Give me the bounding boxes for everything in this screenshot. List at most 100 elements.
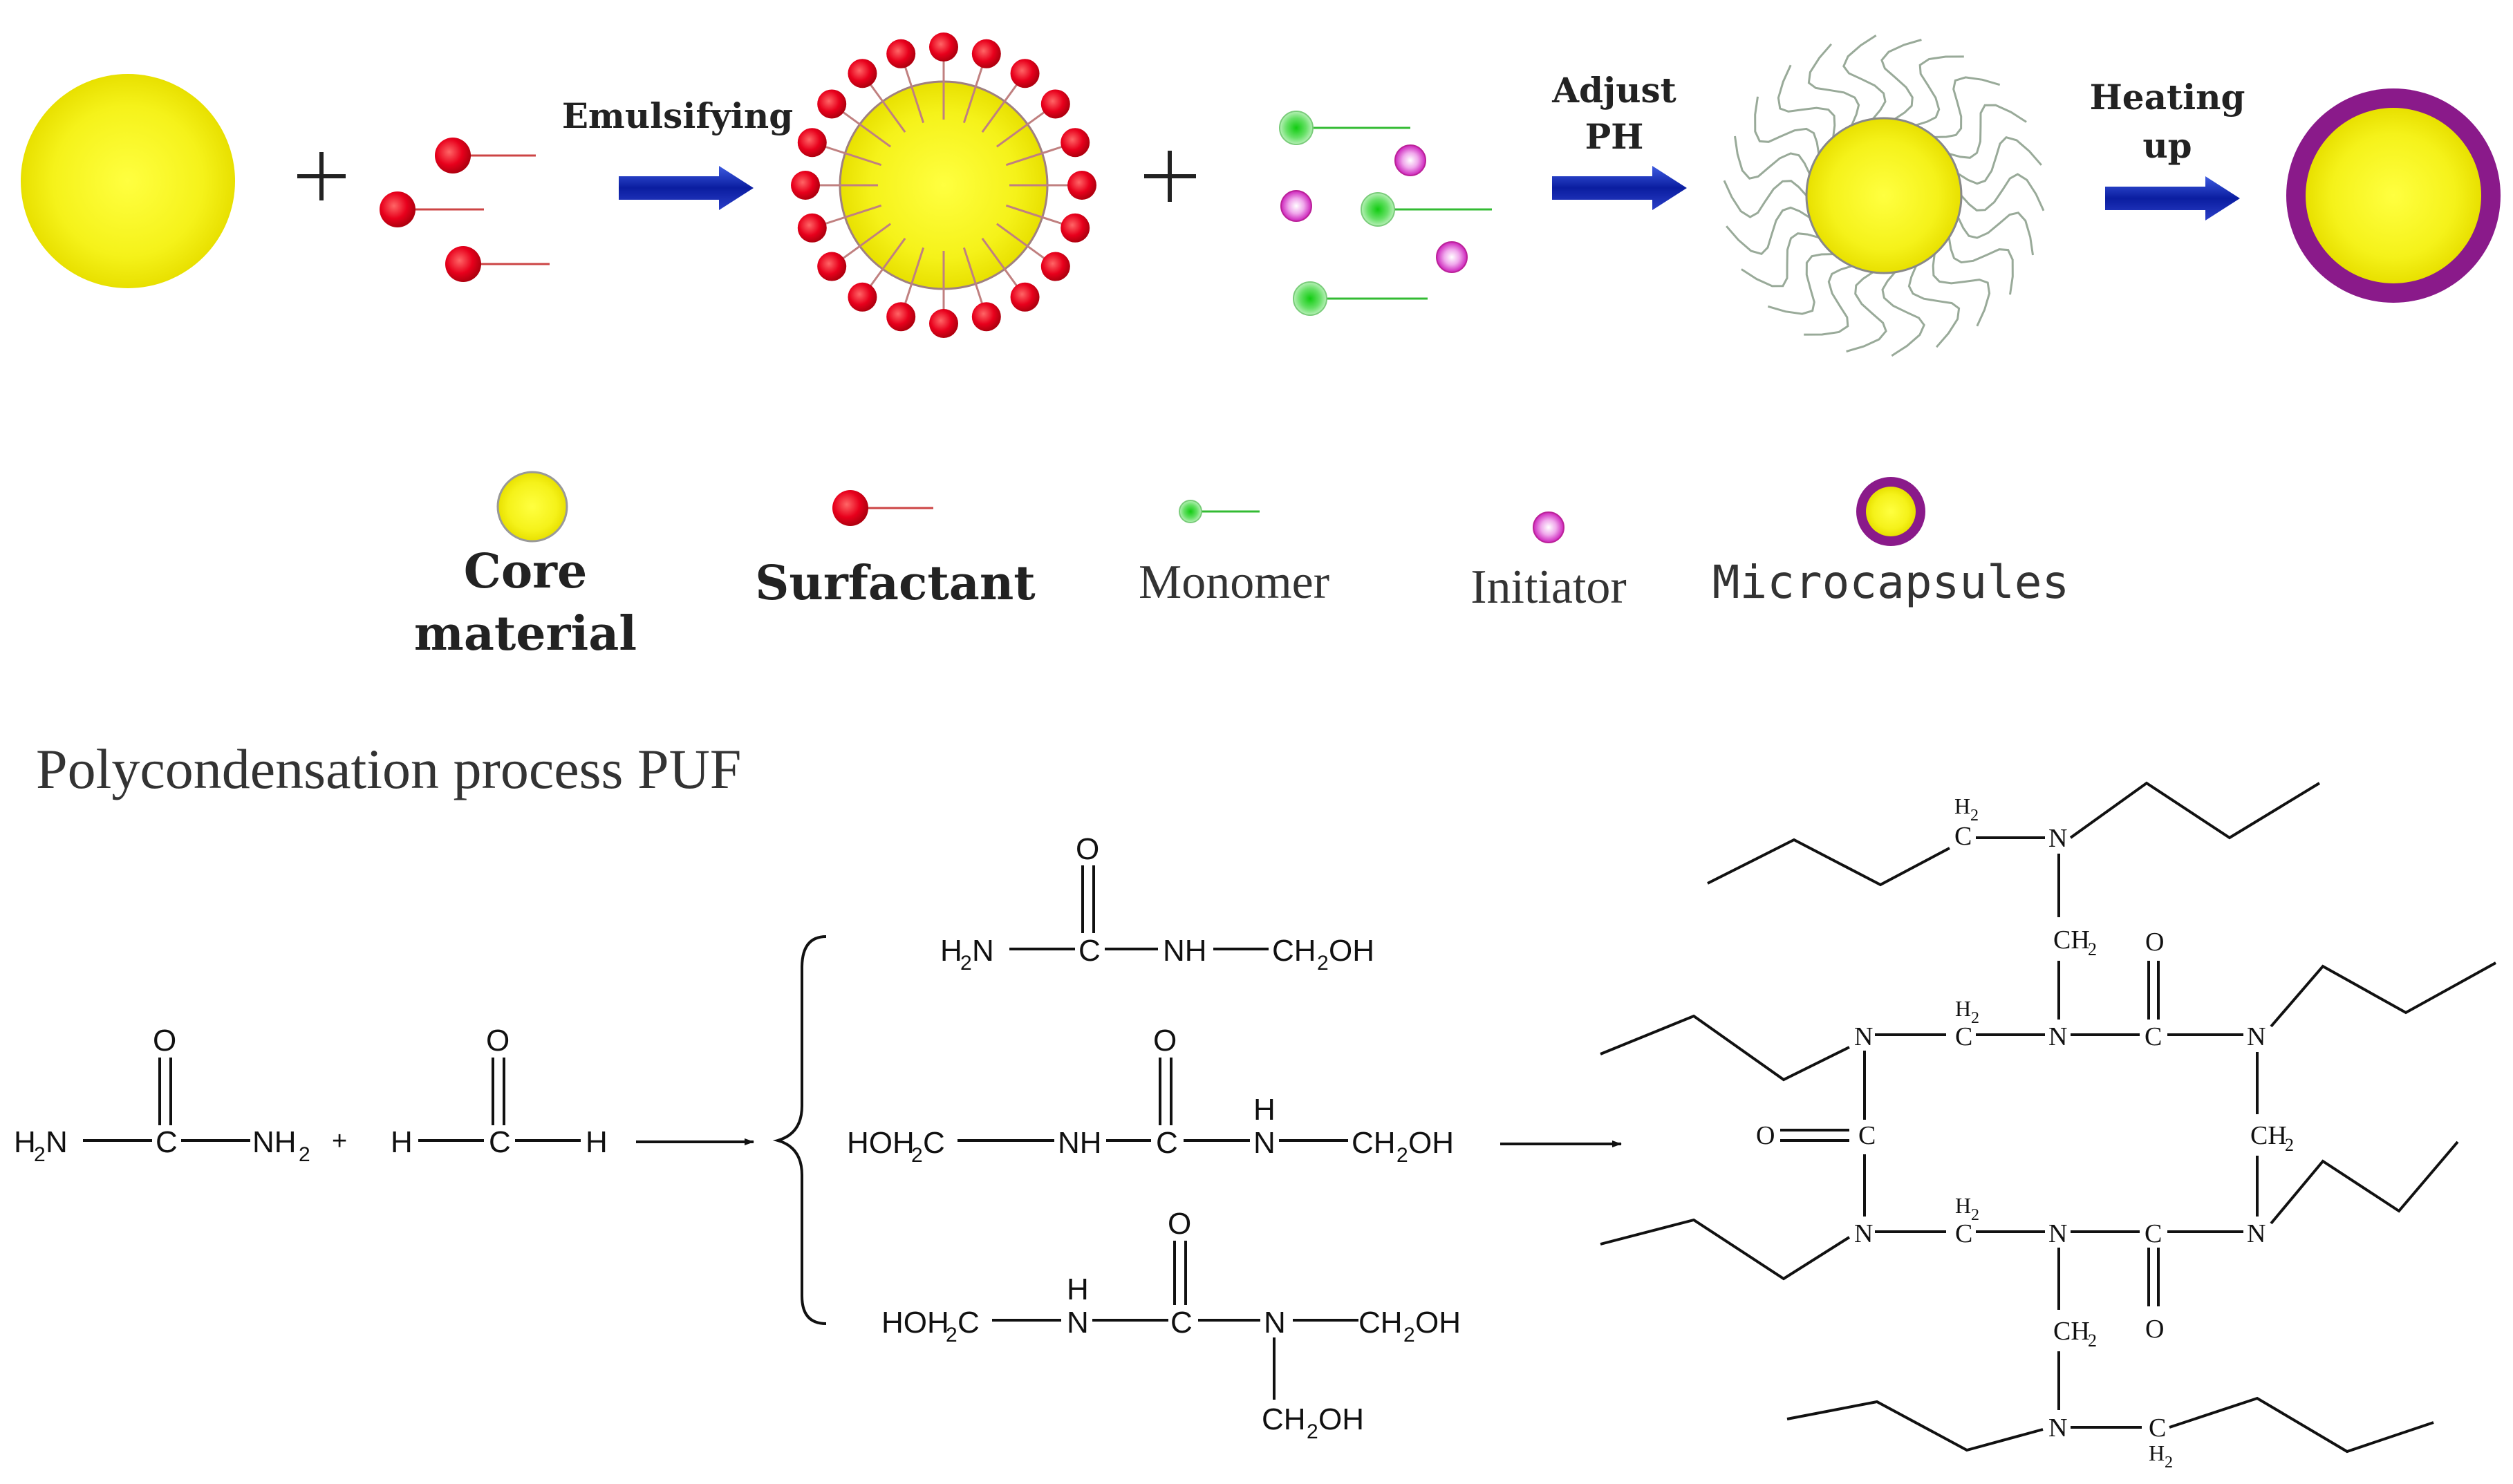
svg-text:N: N: [1854, 1219, 1873, 1248]
svg-text:2: 2: [2165, 1454, 2173, 1472]
polymer-chain: [1957, 212, 2034, 256]
svg-text:2: 2: [911, 1144, 923, 1167]
svg-text:2: 2: [960, 952, 972, 975]
formaldehyde-structure: H C O H: [391, 1024, 608, 1159]
polymer-chain: [1934, 76, 2001, 138]
svg-text:O: O: [2145, 1315, 2164, 1344]
arrow-emulsifying: Emulsifying: [562, 95, 793, 210]
svg-text:C: C: [2145, 1022, 2162, 1051]
svg-text:O: O: [1756, 1121, 1775, 1150]
svg-text:CH: CH: [1262, 1402, 1306, 1436]
svg-text:CH: CH: [2250, 1121, 2287, 1150]
legend-surfactant-icon: [832, 490, 933, 526]
surfactant-tail: [996, 111, 1045, 148]
polymer-chain: [1947, 237, 2014, 295]
legend-core-icon: [496, 471, 568, 543]
surfactant-head: [817, 89, 847, 119]
legend-core-label-1: Core: [464, 544, 588, 599]
legend-microcapsules-icon: [1856, 477, 1925, 546]
svg-text:O: O: [1076, 832, 1099, 866]
svg-text:C: C: [957, 1306, 980, 1340]
svg-text:N: N: [1264, 1306, 1286, 1340]
surfactant-head: [1010, 59, 1040, 88]
svg-text:N: N: [2048, 1219, 2067, 1248]
surfactant-head: [848, 282, 877, 312]
product-brace: [772, 935, 827, 1325]
svg-text:H: H: [1253, 1093, 1276, 1127]
legend-microcapsules-label: Microcapsules: [1712, 556, 2070, 609]
svg-text:N: N: [2247, 1022, 2266, 1051]
svg-text:O: O: [2145, 928, 2164, 957]
legend-initiator-icon: [1533, 511, 1564, 543]
svg-text:OH: OH: [1318, 1402, 1364, 1436]
arrow-heating-up: Heating up: [2090, 77, 2245, 220]
svg-text:CH: CH: [1272, 934, 1316, 968]
polymer-chain: [1754, 96, 1820, 154]
svg-text:C: C: [1955, 1219, 1972, 1248]
polymer-coated-droplet: [1723, 35, 2045, 357]
surfactant-tail: [904, 247, 925, 304]
svg-text:N: N: [2048, 1022, 2067, 1051]
svg-text:C: C: [156, 1125, 178, 1159]
svg-text:H: H: [1955, 1193, 1971, 1218]
svg-text:N: N: [1067, 1306, 1089, 1340]
surfactant-tail: [869, 237, 906, 287]
polymer-chain: [1807, 43, 1860, 126]
svg-text:OH: OH: [1329, 934, 1374, 968]
svg-text:C: C: [923, 1126, 945, 1160]
legend-surfactant-label: Surfactant: [755, 556, 1036, 611]
svg-text:C: C: [489, 1125, 511, 1159]
svg-text:N: N: [1854, 1022, 1873, 1051]
legend-monomer-label: Monomer: [1139, 556, 1329, 609]
surfactant-head: [848, 59, 877, 88]
surfactant-head: [886, 302, 916, 332]
svg-text:C: C: [1954, 822, 1972, 851]
svg-text:OH: OH: [1408, 1126, 1454, 1160]
polymer-chain: [1767, 253, 1833, 315]
svg-text:2: 2: [1396, 1144, 1408, 1167]
surfactant-tail: [842, 111, 892, 148]
svg-text:2: 2: [1307, 1420, 1318, 1443]
svg-text:2: 2: [1971, 1009, 1979, 1027]
arrow-adjust-ph: Adjust PH: [1551, 70, 1687, 210]
svg-text:H: H: [391, 1125, 413, 1159]
svg-text:CH: CH: [2053, 926, 2090, 955]
coated-core: [1805, 117, 1963, 274]
plus-sign-2: [1144, 151, 1196, 202]
svg-text:H: H: [940, 934, 962, 968]
polymer-chain: [1734, 135, 1811, 180]
surfactant-tail: [996, 223, 1045, 260]
svg-text:2: 2: [1317, 952, 1329, 975]
surfactant-tail: [825, 145, 882, 167]
svg-text:O: O: [486, 1024, 510, 1058]
svg-text:C: C: [1170, 1306, 1193, 1340]
plus-sign-reaction: +: [332, 1127, 347, 1156]
svg-text:NH: NH: [252, 1125, 297, 1159]
polymer-chain: [1960, 173, 2045, 212]
svg-text:H: H: [1955, 996, 1971, 1021]
surfactant-head: [886, 39, 916, 68]
svg-text:N: N: [2048, 1413, 2067, 1443]
surfactant-tail: [962, 66, 984, 124]
polymer-chain: [1948, 104, 2027, 159]
svg-text:NH: NH: [1058, 1126, 1102, 1160]
final-microcapsule: [2286, 88, 2501, 303]
surfactant-tail: [825, 204, 882, 225]
legend-initiator-label: Initiator: [1470, 561, 1626, 614]
polymer-chain: [1726, 206, 1811, 255]
adjust-label: Adjust: [1551, 70, 1676, 111]
surfactant-head: [1040, 252, 1070, 281]
emulsified-droplet: [791, 32, 1096, 338]
polymer-chain: [1741, 232, 1820, 288]
svg-text:N: N: [972, 934, 994, 968]
polymer-chain: [1957, 136, 2042, 185]
polymer-chain: [1907, 265, 1961, 348]
surfactant-head: [797, 128, 827, 158]
svg-text:H: H: [14, 1125, 36, 1159]
reaction-title: Polycondensation process PUF: [36, 738, 741, 800]
surfactant-head: [1040, 89, 1070, 119]
svg-text:O: O: [1153, 1024, 1177, 1058]
svg-text:H: H: [1067, 1272, 1089, 1306]
